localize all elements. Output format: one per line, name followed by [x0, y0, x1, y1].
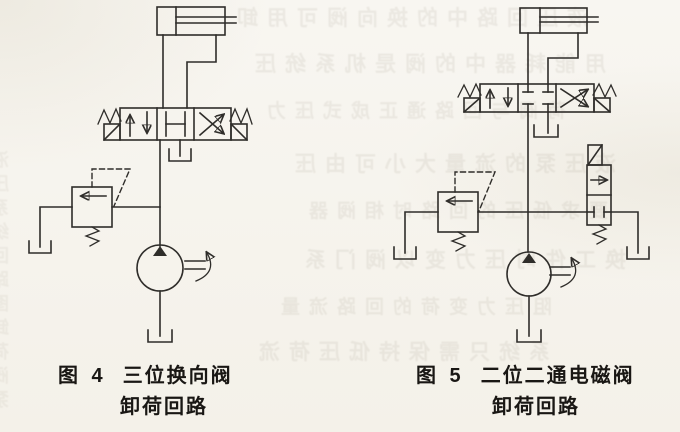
cylinder-to-valve-lines: [527, 32, 579, 85]
figure4-caption: 图 4 三位换向阀 卸荷回路: [58, 361, 233, 423]
figure5-title: 二位二通电磁阀: [480, 365, 635, 387]
relief-valve-symbol: [393, 171, 497, 260]
tank-icon: [533, 124, 559, 138]
relief-valve-symbol: [28, 168, 132, 254]
figure5-subtitle: 卸荷回路: [492, 396, 580, 418]
cylinder-symbol: [519, 7, 599, 34]
figure4-label: 图 4: [58, 365, 107, 387]
solenoid-spring-end-right: [229, 107, 253, 142]
figure5-label: 图 5: [416, 365, 465, 387]
solenoid-spring-end-left: [457, 82, 482, 114]
hydraulic-schematics: [28, 6, 650, 343]
valve-tank-line: [533, 111, 559, 138]
tank-icon: [147, 329, 173, 343]
figure4-title: 三位换向阀: [122, 365, 233, 387]
valve-tank-line: [168, 139, 192, 162]
rotation-arrow-icon: [195, 253, 211, 282]
figure5-caption: 图 5 二位二通电磁阀 卸荷回路: [416, 361, 635, 423]
solenoid-spring-end-left: [97, 107, 122, 142]
directional-valve-3pos-symbol: [97, 107, 253, 142]
closed-center-ports: [522, 83, 554, 113]
tank-icon: [516, 329, 542, 343]
tank-icon: [393, 246, 417, 260]
tank-icon: [626, 246, 650, 260]
spring-icon: [591, 224, 608, 245]
figure5-diagram: [393, 7, 650, 343]
pressure-line: [477, 111, 588, 253]
pilot-line: [454, 171, 497, 212]
cylinder-symbol: [156, 6, 237, 36]
rotation-arrow-icon: [560, 259, 576, 288]
solenoid-valve-2-2-symbol: [586, 143, 650, 260]
pilot-line: [91, 168, 132, 207]
pump-symbol: [136, 244, 211, 343]
directional-valve-3pos-symbol: [457, 82, 617, 114]
tank-icon: [168, 148, 192, 162]
figure4-diagram: [28, 6, 253, 343]
pump-symbol: [506, 251, 576, 343]
tank-icon: [28, 240, 52, 254]
cylinder-to-valve-lines: [162, 34, 217, 109]
figure4-subtitle: 卸荷回路: [120, 396, 208, 418]
pressure-line: [111, 139, 161, 247]
solenoid-spring-end-right: [592, 82, 617, 114]
